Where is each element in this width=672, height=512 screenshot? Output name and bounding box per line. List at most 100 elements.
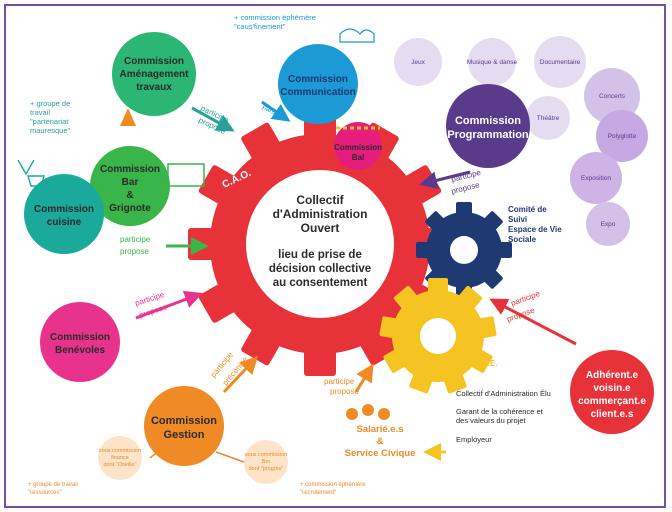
programmation-title: Programmation xyxy=(447,129,529,141)
cao-subtitle: lieu de prise de xyxy=(278,249,362,261)
cae-gear: C.A.E. Collectif d'Administration Élu Ga… xyxy=(379,278,551,444)
cao-title: Ouvert xyxy=(301,221,340,235)
svg-text:+ commission éphémère: + commission éphémère xyxy=(300,482,366,488)
prog-sub-label: Concerts xyxy=(599,93,626,100)
cae-role: Employeur xyxy=(456,435,492,444)
svg-text:participe: participe xyxy=(261,104,288,123)
svg-text:participe: participe xyxy=(510,289,542,308)
gestion-title: Gestion xyxy=(164,429,205,441)
commission-cuisine: Commission cuisine xyxy=(17,159,104,254)
bar-title: Grignote xyxy=(109,203,151,214)
arrow-amenagement xyxy=(191,106,235,132)
amenagement-title: Aménagement xyxy=(120,69,190,80)
prog-sub-bubble xyxy=(394,38,442,86)
adherents-label: commerçant.e xyxy=(578,396,646,407)
svg-text:propose: propose xyxy=(330,387,359,396)
cuisine-title: cuisine xyxy=(47,217,82,228)
adherents-group: Adhérent.e voisin.e commerçant.e client.… xyxy=(570,350,654,434)
csve-label: Comité de xyxy=(508,205,547,214)
prog-sub-label: Documentaire xyxy=(540,59,581,66)
prog-sub-bubble xyxy=(570,152,622,204)
csve-label: Espace de Vie xyxy=(508,225,562,234)
svg-text:dont "Oseille": dont "Oseille" xyxy=(104,462,137,468)
svg-text:"ressources": "ressources" xyxy=(28,490,62,496)
svg-text:"recrutement": "recrutement" xyxy=(300,490,336,496)
bar-title: & xyxy=(126,190,133,201)
cao-gear-center xyxy=(246,170,394,318)
cae-role: des valeurs du projet xyxy=(456,416,527,425)
gestion-sub-bubble xyxy=(244,440,288,484)
svg-text:finance: finance xyxy=(111,455,129,461)
salaries-label: Salarié.e.s xyxy=(356,424,403,435)
arrow-gestion xyxy=(222,355,259,394)
cae-logo: C.A.E. xyxy=(474,359,498,368)
amenagement-title: Commission xyxy=(124,56,184,67)
traffic-cone-icon xyxy=(120,108,136,126)
prog-sub-bubble xyxy=(468,38,516,86)
communication-note: "caus'finement" xyxy=(234,22,286,31)
gestion-title: Commission xyxy=(151,415,217,427)
communication-note: + commission éphémère xyxy=(234,13,316,22)
cao-title: Collectif xyxy=(296,193,344,207)
prog-sub-label: Théâtre xyxy=(537,115,560,122)
salaries-label: & xyxy=(377,436,384,447)
svg-text:participe: participe xyxy=(120,235,151,244)
svg-text:mauresque": mauresque" xyxy=(30,126,71,135)
svg-text:dont "progrès": dont "progrès" xyxy=(249,466,284,472)
speech-bubble-icon xyxy=(339,28,375,43)
commission-bar: Commission Bar & Grignote xyxy=(90,146,205,226)
connector xyxy=(215,451,245,463)
prog-sub-bubble xyxy=(534,36,586,88)
cae-role: Garant de la cohérence et xyxy=(456,407,544,416)
prog-sub-label: Jeux xyxy=(411,59,425,66)
cao-subtitle: décision collective xyxy=(269,263,371,275)
svg-text:+ groupe de travail: + groupe de travail xyxy=(28,482,78,488)
cao-subtitle: au consentement xyxy=(273,277,368,289)
svg-text:Bm: Bm xyxy=(262,459,271,465)
frame-border xyxy=(4,4,666,508)
arrow-communication xyxy=(261,100,291,122)
bar-counter-icon xyxy=(167,163,205,187)
adherents-label: Adhérent.e xyxy=(586,370,639,381)
svg-text:+ groupe de: + groupe de xyxy=(30,99,70,108)
prog-sub-label: Exposition xyxy=(581,175,611,182)
csve-label: Sociale xyxy=(508,235,537,244)
svg-text:propose: propose xyxy=(120,247,149,256)
salaries-group: Salarié.e.s & Service Civique xyxy=(345,404,416,459)
person-icon xyxy=(362,404,374,416)
prog-sub-bubble xyxy=(526,96,570,140)
cae-role: Collectif d'Administration Élu xyxy=(456,389,551,398)
cuisine-title: Commission xyxy=(34,204,94,215)
benevoles-title: Commission xyxy=(50,332,110,343)
prog-sub-label: Expo xyxy=(601,221,616,228)
cooking-icon xyxy=(17,159,45,187)
arrow-benevoles xyxy=(135,290,203,320)
prog-sub-label: Musique & danse xyxy=(467,59,518,66)
communication-title: Commission xyxy=(288,74,348,85)
arrow-adherents xyxy=(489,298,577,346)
svg-text:travail: travail xyxy=(30,108,50,117)
adherents-label: voisin.e xyxy=(593,383,631,394)
bal-title: Commission xyxy=(334,143,382,152)
connector xyxy=(149,449,161,459)
csve-gear: Comité de Suivi Espace de Vie Sociale xyxy=(416,202,562,298)
svg-text:participe: participe xyxy=(324,377,355,386)
bar-title: Commission xyxy=(100,164,160,175)
bal-title: Bal xyxy=(352,153,364,162)
commission-benevoles: Commission Benévoles xyxy=(40,302,120,382)
commission-communication: Commission Communication + commission ép… xyxy=(234,13,375,124)
communication-title: Communication xyxy=(280,87,356,98)
cao-title: d'Administration xyxy=(273,207,368,221)
arrow-programmation xyxy=(419,170,471,190)
programmation-bubble xyxy=(446,84,530,168)
salaries-label: Service Civique xyxy=(345,448,416,459)
svg-text:sous commission: sous commission xyxy=(99,448,141,454)
prog-sub-bubble xyxy=(586,202,630,246)
programmation-cluster: Jeux Musique & danse Documentaire Concer… xyxy=(394,36,648,246)
bar-title: Bar xyxy=(122,177,139,188)
csve-label: Suivi xyxy=(508,215,527,224)
benevoles-title: Benévoles xyxy=(55,345,105,356)
amenagement-title: travaux xyxy=(136,82,172,93)
prog-sub-bubble xyxy=(596,110,648,162)
